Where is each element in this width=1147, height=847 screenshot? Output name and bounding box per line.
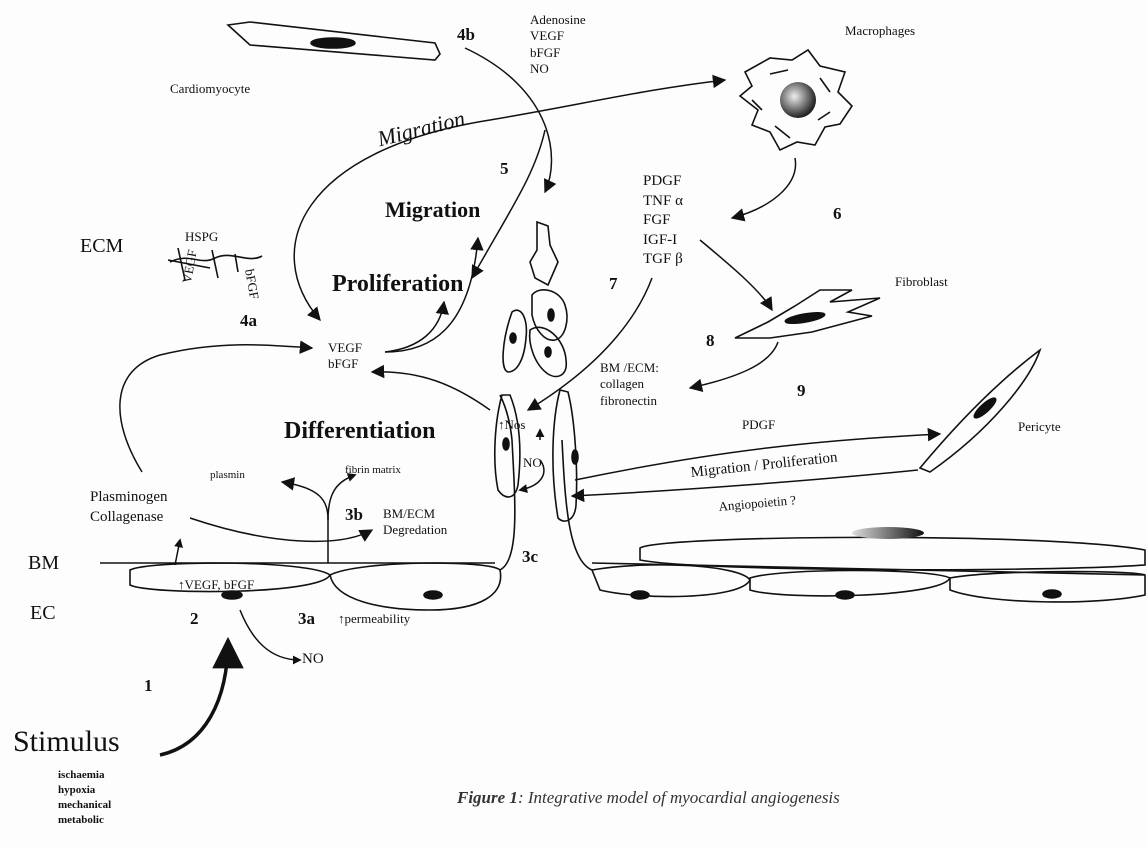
migration-label: Migration (385, 198, 480, 221)
factor-bfgf: bFGF (530, 45, 586, 61)
stimulus-title: Stimulus (13, 726, 120, 758)
macrophages-label: Macrophages (845, 24, 915, 38)
vegf-label: VEGF (328, 340, 362, 356)
factor-pdgf: PDGF (643, 172, 683, 192)
figure-caption-text: : Integrative model of myocardial angiog… (518, 788, 840, 807)
figure-caption: Figure 1: Integrative model of myocardia… (457, 789, 840, 807)
permeability-label: ↑permeability (338, 612, 410, 626)
stimulus-ischaemia: ischaemia (58, 768, 111, 783)
nos-label: ↑Nos (498, 418, 525, 432)
factor-adenosine: Adenosine (530, 12, 586, 28)
bm-ecm-degradation-title: BM/ECM (383, 506, 447, 522)
ec-label: EC (30, 603, 56, 624)
pdgf-label: PDGF (742, 418, 775, 432)
cardiomyocyte-nucleus (311, 38, 355, 48)
stimulus-metabolic: metabolic (58, 813, 111, 828)
macrophage-factor-list: PDGF TNF α FGF IGF-I TGF β (643, 172, 683, 270)
cardiomyocyte-label: Cardiomyocyte (170, 82, 250, 96)
factor-tgf: TGF β (643, 250, 683, 270)
step-4a: 4a (240, 312, 257, 330)
factor-tnf: TNF α (643, 192, 683, 212)
degradation-label: Degredation (383, 522, 447, 538)
hspg-label: HSPG (185, 230, 218, 244)
bfgf-label: bFGF (328, 356, 362, 372)
step-9: 9 (797, 382, 806, 400)
plasmin-label: plasmin (210, 470, 245, 482)
top-factor-list: Adenosine VEGF bFGF NO (530, 12, 586, 77)
step-3c: 3c (522, 548, 538, 566)
step-3b: 3b (345, 506, 363, 524)
step-4b: 4b (457, 26, 475, 44)
factor-fgf: FGF (643, 211, 683, 231)
ecm-label: ECM (80, 236, 123, 257)
step-8: 8 (706, 332, 715, 350)
proliferation-label: Proliferation (332, 272, 464, 297)
macrophage-nucleus (780, 82, 816, 118)
bm-ecm-title: BM /ECM: (600, 360, 659, 376)
degradation-list: BM/ECM Degredation (383, 506, 447, 539)
stimulus-list: ischaemia hypoxia mechanical metabolic (58, 768, 111, 827)
stimulus-hypoxia: hypoxia (58, 783, 111, 798)
bm-ecm-list: BM /ECM: collagen fibronectin (600, 360, 659, 409)
factor-igf: IGF-I (643, 231, 683, 251)
vegf-bfgf-list: VEGF bFGF (328, 340, 362, 373)
figure-label: Figure 1 (457, 788, 518, 807)
plasminogen-list: Plasminogen Collagenase (90, 488, 168, 527)
inner-no-label: NO (523, 456, 542, 470)
fibroblast-label: Fibroblast (895, 275, 948, 289)
collagen-label: collagen (600, 376, 659, 392)
step-3a: 3a (298, 610, 315, 628)
step-7: 7 (609, 275, 618, 293)
bottom-no-label: NO (302, 652, 324, 668)
factor-no: NO (530, 61, 586, 77)
step-6: 6 (833, 205, 842, 223)
bm-label: BM (28, 553, 59, 574)
factor-vegf: VEGF (530, 28, 586, 44)
fibronectin-label: fibronectin (600, 393, 659, 409)
step-1: 1 (144, 677, 153, 695)
differentiation-label: Differentiation (284, 419, 436, 444)
fibrin-matrix-label: fibrin matrix (345, 465, 401, 477)
collagenase-label: Collagenase (90, 508, 168, 528)
ec-vegf-label: ↑VEGF, bFGF (178, 578, 254, 592)
plasminogen-label: Plasminogen (90, 488, 168, 508)
step-2: 2 (190, 610, 199, 628)
stimulus-mechanical: mechanical (58, 798, 111, 813)
step-5: 5 (500, 160, 509, 178)
pericyte-label: Pericyte (1018, 420, 1061, 434)
